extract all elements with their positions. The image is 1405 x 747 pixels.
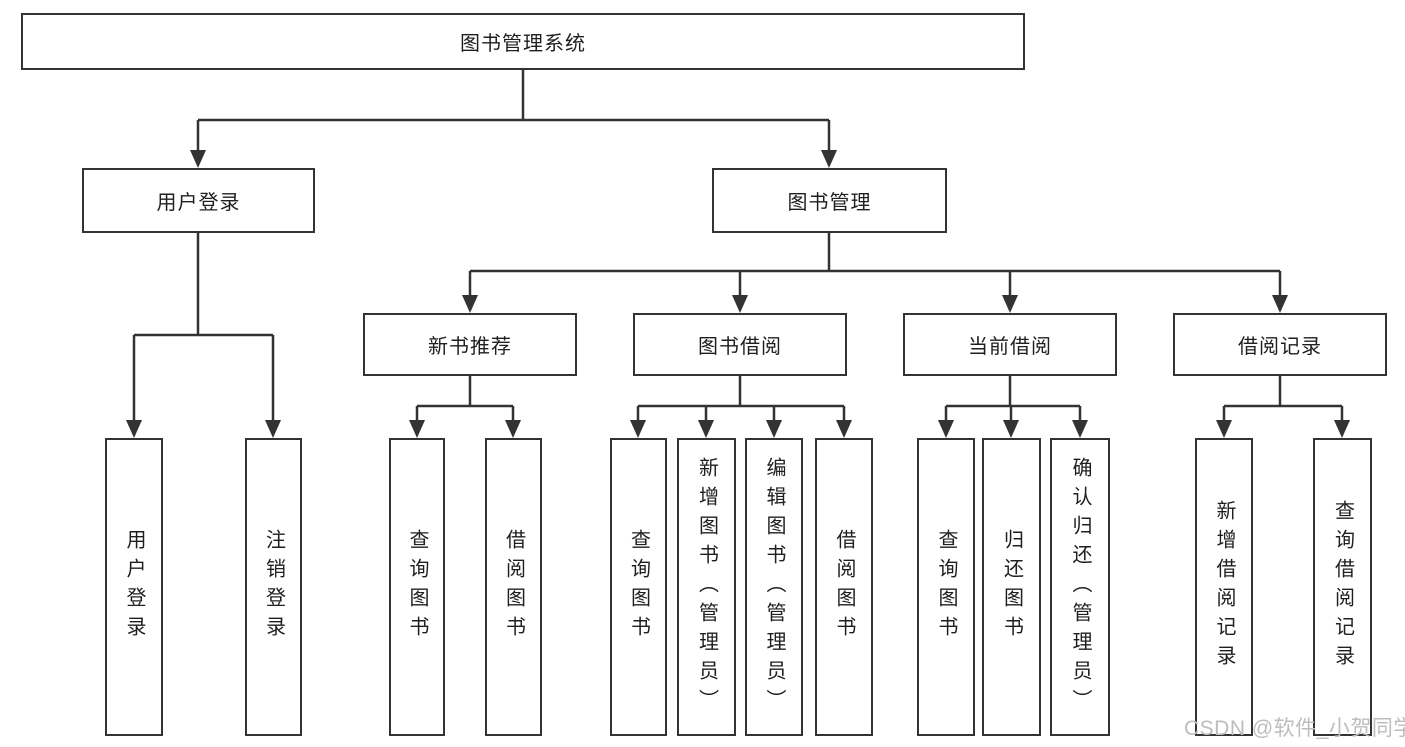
leaf-borrow-books: 借阅图书	[815, 438, 873, 736]
node-user-login-group: 用户登录	[82, 168, 315, 233]
leaf-logout: 注销登录	[245, 438, 302, 736]
leaf-user-login: 用户登录	[105, 438, 163, 736]
leaf-label: 新增借阅记录	[1213, 500, 1235, 674]
leaf-label: 确认归还（管理员）	[1069, 456, 1091, 718]
leaf-label: 查询图书	[627, 529, 650, 645]
leaf-borrow-books-rec: 借阅图书	[485, 438, 542, 736]
node-book-management: 图书管理	[712, 168, 947, 233]
node-label: 图书管理系统	[460, 33, 586, 55]
node-label: 用户登录	[156, 192, 241, 214]
leaf-label: 用户登录	[123, 529, 145, 645]
node-label: 图书管理	[787, 192, 872, 214]
leaf-label: 注销登录	[262, 529, 285, 645]
leaf-label: 借阅图书	[833, 529, 855, 645]
leaf-label: 查询图书	[935, 529, 957, 645]
node-new-book-recommend: 新书推荐	[363, 313, 577, 376]
node-book-borrow: 图书借阅	[633, 313, 847, 376]
leaf-label: 编辑图书（管理员）	[763, 456, 785, 718]
arrowhead-icons	[126, 150, 1350, 438]
leaf-return-books: 归还图书	[982, 438, 1041, 736]
leaf-label: 借阅图书	[502, 529, 525, 645]
leaf-query-books-current: 查询图书	[917, 438, 975, 736]
node-label: 新书推荐	[428, 336, 512, 358]
leaf-confirm-return-admin: 确认归还（管理员）	[1050, 438, 1110, 736]
leaf-query-books-borrow: 查询图书	[610, 438, 667, 736]
leaf-query-books-rec: 查询图书	[389, 438, 445, 736]
leaf-add-borrow-record: 新增借阅记录	[1195, 438, 1253, 736]
leaf-query-borrow-record: 查询借阅记录	[1313, 438, 1372, 736]
node-label: 当前借阅	[968, 336, 1052, 358]
csdn-watermark: CSDN @软件_小贺同学	[1184, 717, 1405, 740]
leaf-edit-book-admin: 编辑图书（管理员）	[745, 438, 803, 736]
leaf-add-book-admin: 新增图书（管理员）	[677, 438, 736, 736]
node-label: 借阅记录	[1238, 336, 1322, 358]
node-label: 图书借阅	[698, 336, 782, 358]
leaf-label: 查询图书	[406, 529, 428, 645]
node-borrow-records: 借阅记录	[1173, 313, 1387, 376]
leaf-label: 查询借阅记录	[1331, 500, 1354, 674]
leaf-label: 归还图书	[1000, 529, 1023, 645]
node-library-system: 图书管理系统	[21, 13, 1025, 70]
node-current-borrow: 当前借阅	[903, 313, 1117, 376]
leaf-label: 新增图书（管理员）	[695, 456, 718, 718]
